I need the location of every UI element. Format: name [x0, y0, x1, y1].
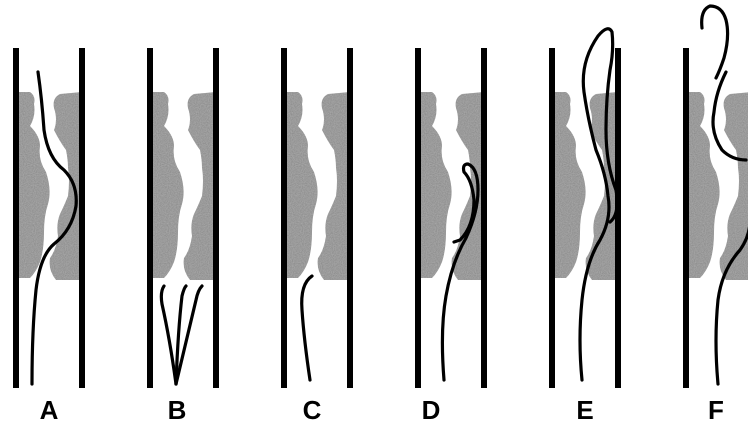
panel-c: C: [284, 48, 350, 425]
panel-label-b: B: [168, 395, 187, 425]
panel-label-c: C: [303, 395, 322, 425]
panel-a: A: [16, 48, 82, 425]
plaque-left: [552, 92, 586, 278]
plaque-right: [50, 92, 82, 280]
panel-label-f: F: [708, 395, 724, 425]
panel-label-d: D: [422, 395, 441, 425]
panel-label-a: A: [40, 395, 59, 425]
panel-d: D: [418, 48, 484, 425]
plaque-right: [720, 92, 748, 280]
panel-b: B: [150, 48, 216, 425]
plaque-right: [184, 92, 216, 280]
plaque-left: [418, 92, 452, 278]
panel-label-e: E: [576, 395, 593, 425]
guidewire: [302, 276, 312, 380]
plaque-right: [318, 92, 350, 280]
guidewire-1: [161, 286, 176, 384]
panel-e: E: [552, 29, 618, 425]
panel-f: F: [686, 6, 748, 425]
plaque-left: [150, 92, 184, 278]
plaque-left: [284, 92, 318, 278]
